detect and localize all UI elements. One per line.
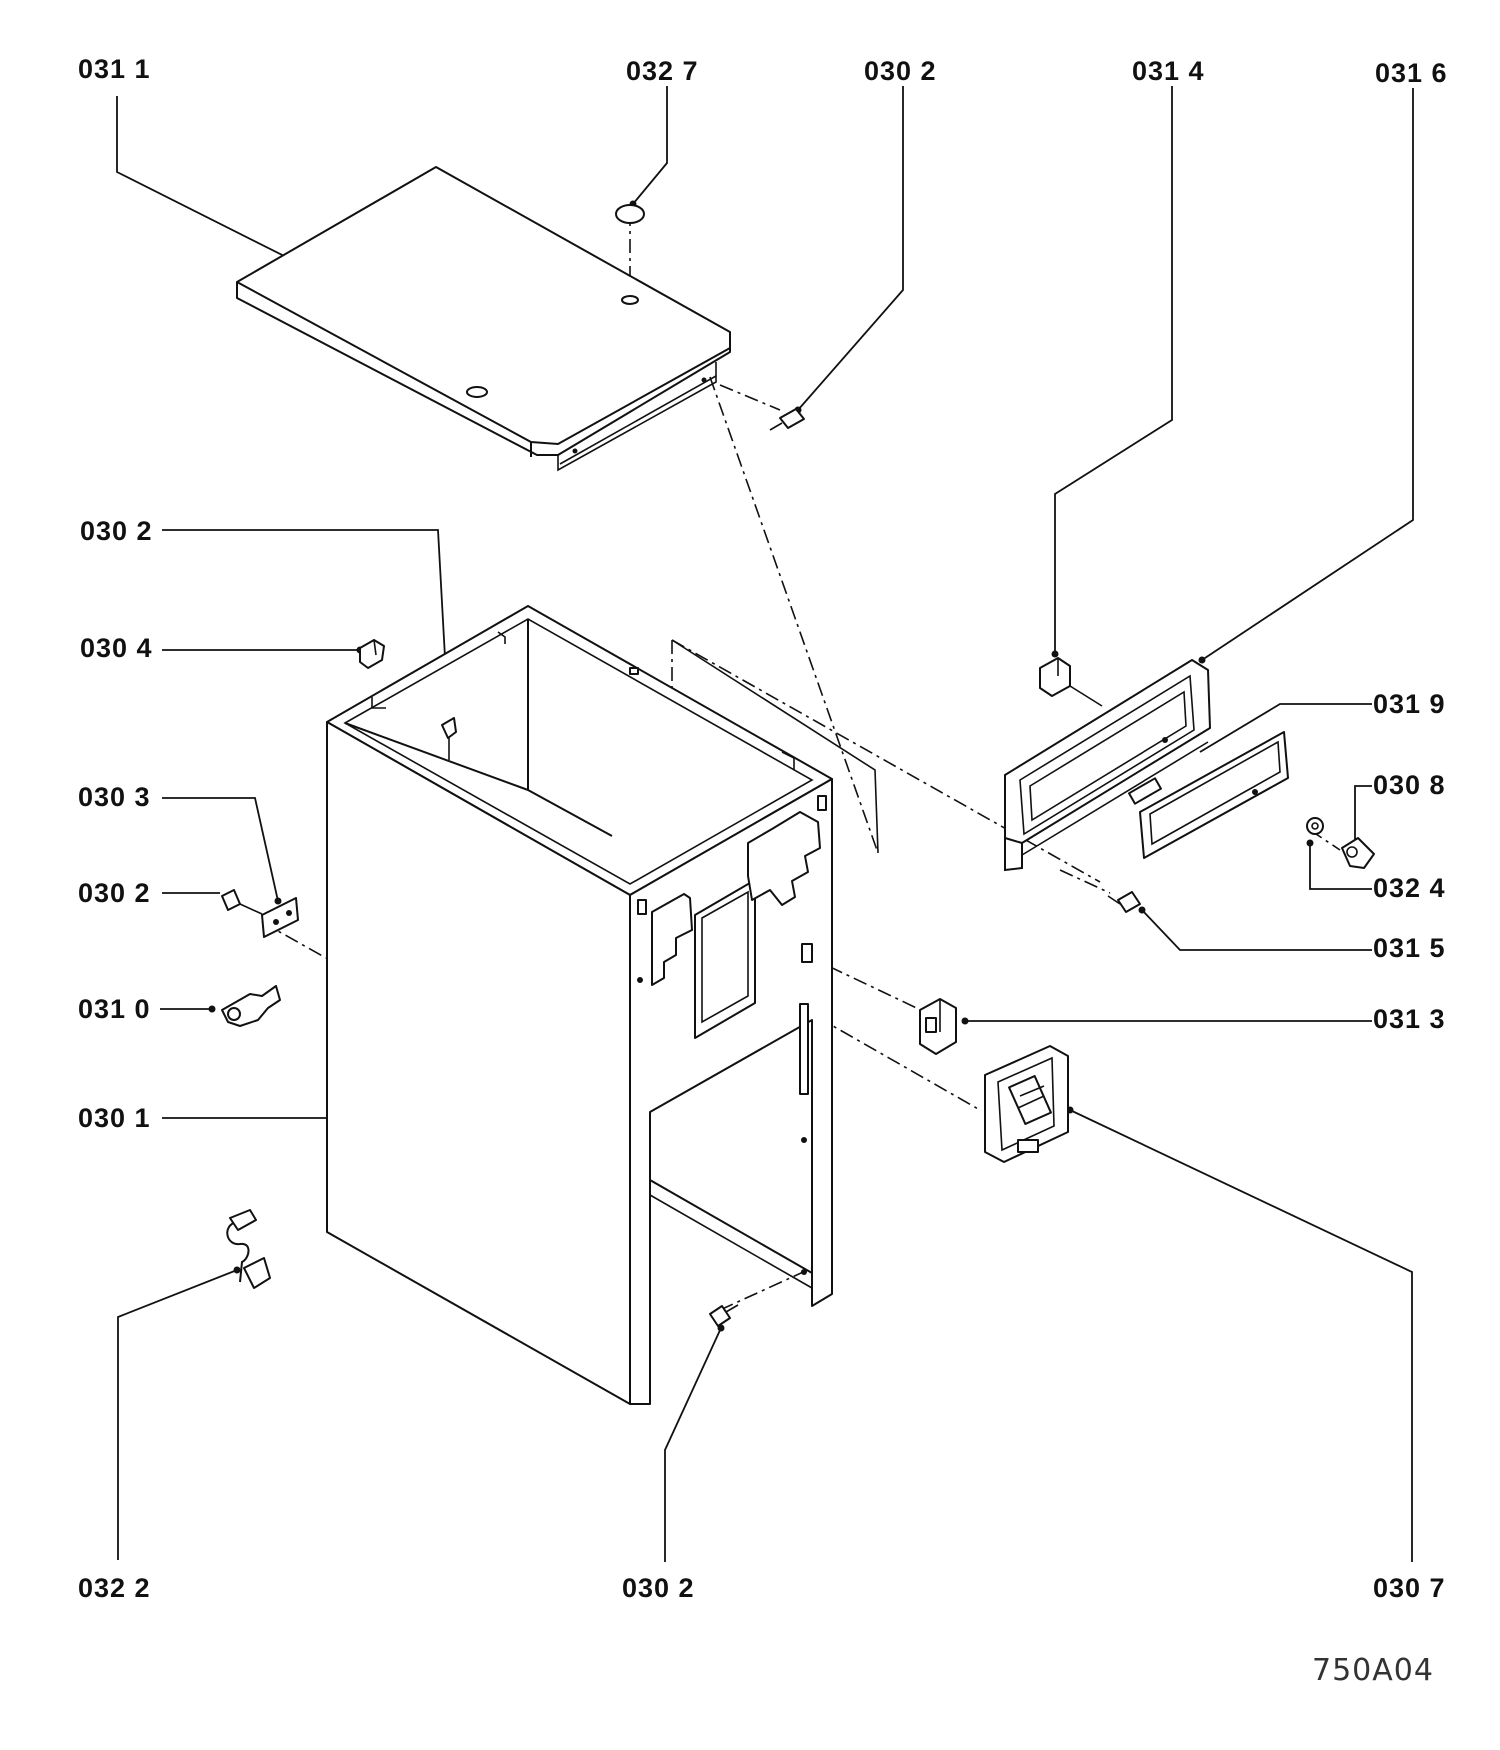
leader-0316 bbox=[1201, 88, 1414, 661]
switch-0314-part bbox=[1039, 657, 1103, 707]
callout-0313: 031 3 bbox=[1373, 1004, 1446, 1034]
leader-0302-bottom bbox=[664, 1327, 722, 1562]
callout-0302-left1: 030 2 bbox=[80, 516, 153, 546]
leader-0314 bbox=[1054, 86, 1173, 654]
screw-cabinet-part bbox=[441, 717, 457, 760]
leader-0322 bbox=[117, 1269, 238, 1560]
leader-0308 bbox=[1354, 785, 1372, 848]
cable-clip-0310-part bbox=[221, 985, 281, 1027]
callout-0303: 030 3 bbox=[78, 782, 151, 812]
leader-0324 bbox=[1309, 843, 1372, 890]
leader-0319 bbox=[1199, 703, 1372, 753]
top-lid-part bbox=[236, 166, 731, 472]
callout-0327: 032 7 bbox=[626, 56, 699, 86]
callout-0304: 030 4 bbox=[80, 633, 153, 663]
knob-0308-part bbox=[1341, 837, 1375, 869]
callout-labels: 031 1 032 7 030 2 031 4 031 6 030 2 030 … bbox=[78, 54, 1448, 1688]
back-panel-outline bbox=[671, 639, 879, 854]
callout-0322: 032 2 bbox=[78, 1573, 151, 1603]
callout-0302-top: 030 2 bbox=[864, 56, 937, 86]
leader-0307 bbox=[1069, 1109, 1413, 1562]
leader-0302-left1 bbox=[162, 529, 449, 713]
callout-0324: 032 4 bbox=[1373, 873, 1446, 903]
callout-0314: 031 4 bbox=[1132, 56, 1205, 86]
control-panel-0316-part bbox=[1004, 659, 1211, 872]
rocker-switch-0313-part bbox=[919, 998, 957, 1055]
callout-0315: 031 5 bbox=[1373, 933, 1446, 963]
drawing-code: 750A04 bbox=[1312, 1653, 1434, 1688]
cabinet-body-part bbox=[326, 605, 833, 1405]
terminal-block-0307-part bbox=[984, 1045, 1069, 1163]
screw-lid-part bbox=[769, 408, 805, 431]
bracket-0303-part bbox=[261, 897, 299, 938]
leader-0315 bbox=[1141, 909, 1372, 951]
leader-0302-top bbox=[797, 86, 904, 411]
callout-0307: 030 7 bbox=[1373, 1573, 1446, 1603]
leader-0327 bbox=[632, 86, 668, 205]
callout-0316: 031 6 bbox=[1375, 58, 1448, 88]
panel-window-0319-part bbox=[1139, 731, 1289, 859]
callout-0302-left2: 030 2 bbox=[78, 878, 151, 908]
screw-0315-part bbox=[1107, 891, 1141, 913]
callout-0311: 031 1 bbox=[78, 54, 151, 84]
callout-0310: 031 0 bbox=[78, 994, 151, 1024]
leader-0303 bbox=[162, 797, 279, 902]
leader-0311 bbox=[116, 96, 327, 278]
screw-bottom-part bbox=[709, 1304, 739, 1327]
nut-0324-part bbox=[1306, 817, 1324, 835]
callout-0308: 030 8 bbox=[1373, 770, 1446, 800]
cap-plug-part bbox=[615, 204, 645, 224]
callout-0302-bottom: 030 2 bbox=[622, 1573, 695, 1603]
clip-0304-part bbox=[359, 639, 385, 669]
callout-0319: 031 9 bbox=[1373, 689, 1446, 719]
cable-clamp-0322-part bbox=[226, 1209, 271, 1289]
screw-left-part bbox=[221, 889, 263, 915]
callout-0301: 030 1 bbox=[78, 1103, 151, 1133]
